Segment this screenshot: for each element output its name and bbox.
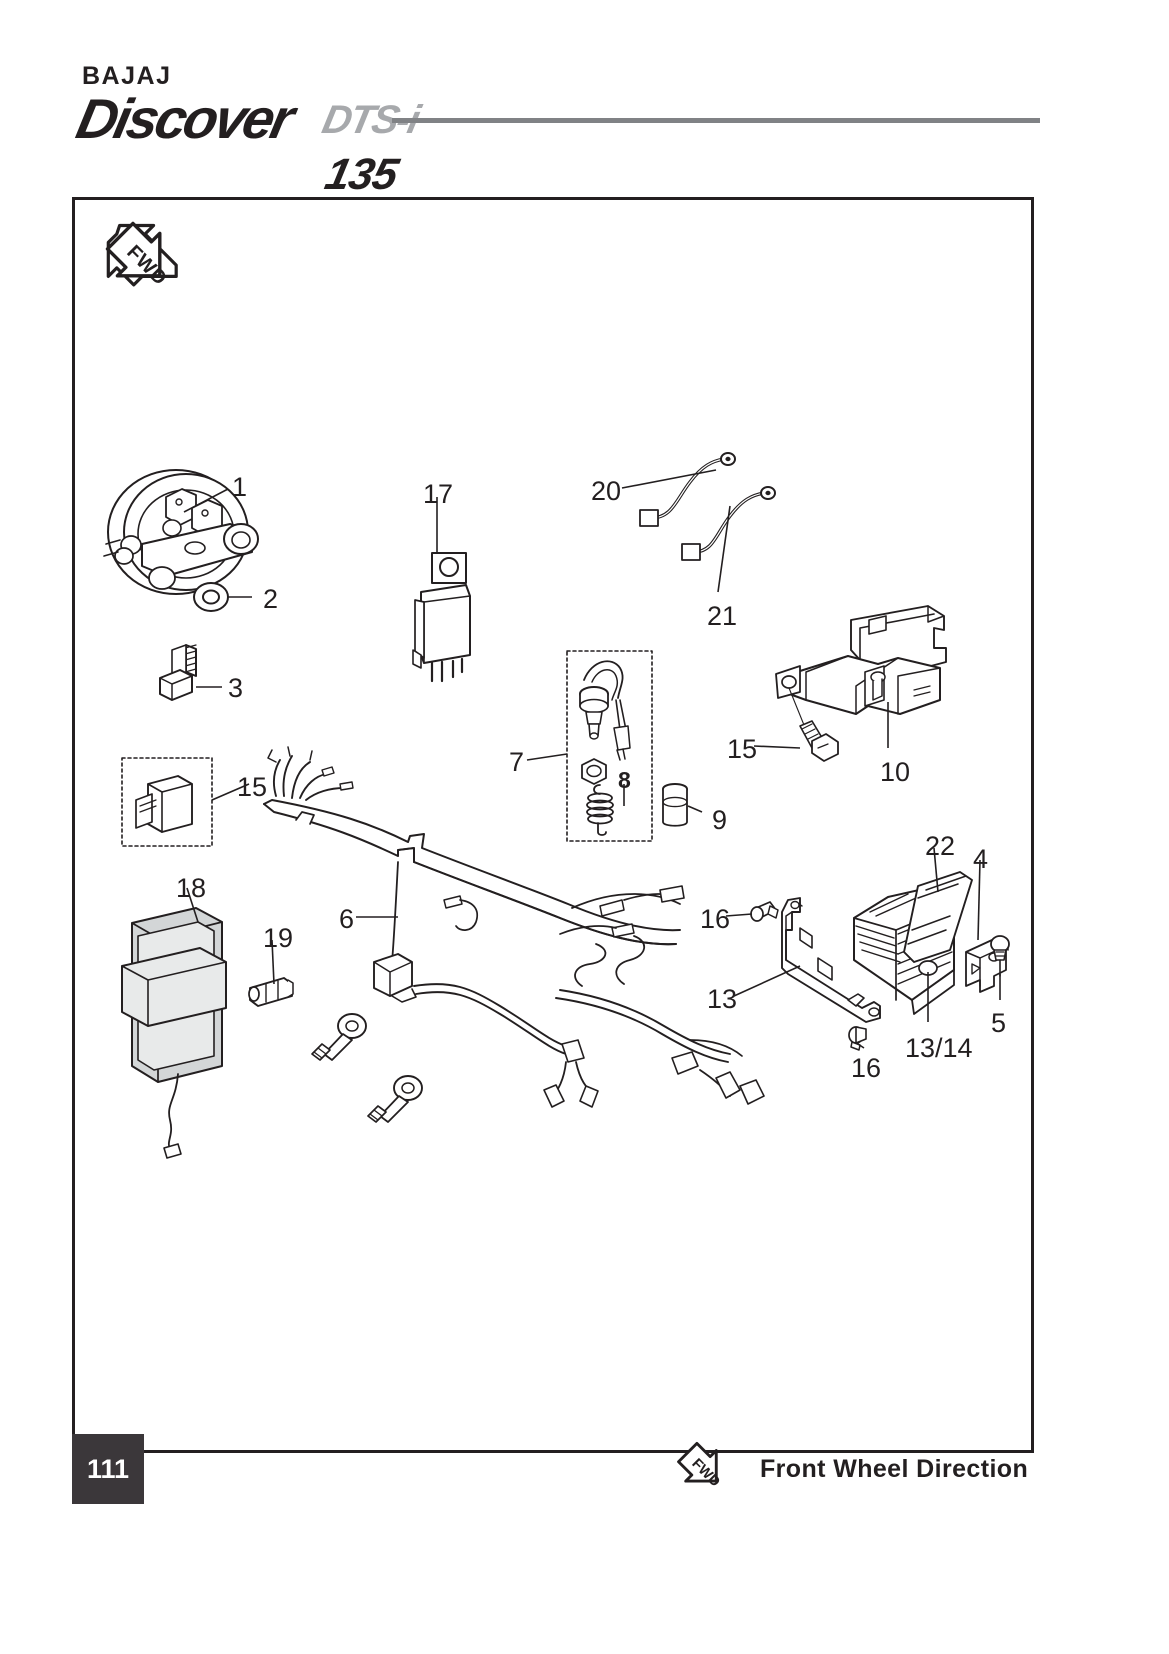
diagram-frame bbox=[72, 197, 1034, 1453]
fwd-arrow-icon-footer: FWD bbox=[666, 1438, 738, 1500]
brand-name: BAJAJ bbox=[82, 62, 172, 90]
callout-20: 20 bbox=[591, 476, 622, 506]
callout-21: 21 bbox=[707, 601, 738, 631]
callout-3: 3 bbox=[228, 673, 244, 703]
front-wheel-direction-note: FWD Front Wheel Direction bbox=[666, 1434, 1028, 1504]
brand-logo: BAJAJ Discover DTS-i 135 bbox=[71, 62, 598, 199]
model-name: Discover bbox=[71, 87, 298, 150]
callout-13: 13 bbox=[707, 984, 738, 1014]
page-number: 111 bbox=[72, 1434, 144, 1504]
callout-8: 8 bbox=[618, 767, 631, 793]
callout-1: 1 bbox=[232, 472, 248, 502]
fwd-arrow-icon: FWD bbox=[94, 216, 186, 302]
callout-16-b: 16 bbox=[851, 1053, 882, 1083]
front-wheel-direction-label: Front Wheel Direction bbox=[760, 1454, 1029, 1483]
header-divider bbox=[392, 118, 1040, 123]
callout-15-b: 15 bbox=[727, 734, 758, 764]
callout-4: 4 bbox=[973, 844, 989, 874]
callout-22: 22 bbox=[925, 831, 956, 861]
callout-9: 9 bbox=[712, 805, 728, 835]
callout-7: 7 bbox=[509, 747, 525, 777]
callout-16-a: 16 bbox=[700, 904, 731, 934]
callout-17: 17 bbox=[423, 479, 454, 509]
callout-15-a: 15 bbox=[237, 772, 268, 802]
callout-19: 19 bbox=[263, 923, 294, 953]
callout-13-14: 13/14 bbox=[905, 1033, 973, 1063]
callout-18: 18 bbox=[176, 873, 207, 903]
callout-5: 5 bbox=[991, 1008, 1007, 1038]
callout-10: 10 bbox=[880, 757, 911, 787]
displacement-label: 135 bbox=[320, 150, 402, 199]
callout-6: 6 bbox=[339, 904, 355, 934]
callout-2: 2 bbox=[263, 584, 279, 614]
